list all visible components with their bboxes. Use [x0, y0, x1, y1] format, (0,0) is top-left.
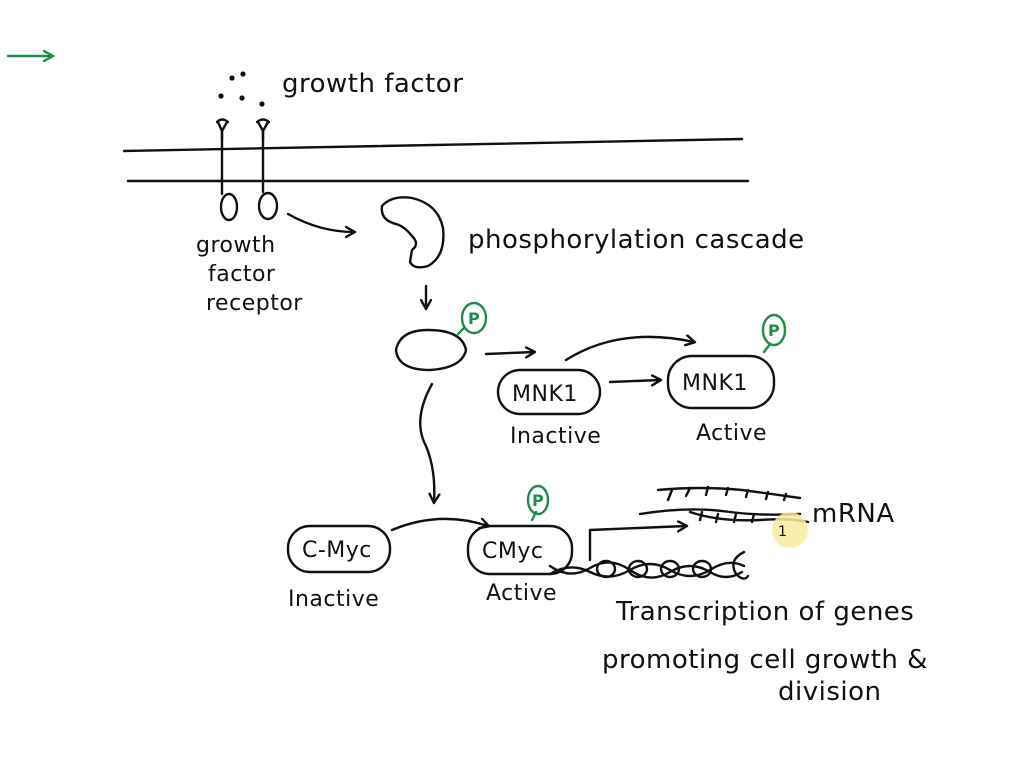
cmyc-inactive: C-Myc	[286, 524, 392, 574]
mnk1-inactive-state: Inactive	[510, 424, 601, 449]
arrow-to-mnk1	[484, 352, 534, 354]
mnk1-inactive-label: MNK1	[512, 382, 578, 407]
phosphate-icon: P	[468, 309, 480, 328]
kinase-shape	[380, 196, 445, 269]
mnk1-active-state: Active	[696, 421, 767, 446]
cmyc-inactive-state: Inactive	[288, 587, 379, 612]
phosphorylation-cascade-label: phosphorylation cascade	[468, 225, 805, 255]
mrna-label: mRNA	[812, 499, 895, 529]
arrow-cmyc-activation	[390, 519, 488, 532]
arrow-to-kinase	[286, 212, 354, 232]
mnk1-active: MNK1 P	[666, 313, 787, 410]
receptor-label-line3: receptor	[206, 291, 303, 316]
arrow-mnk1-activation	[608, 380, 660, 382]
transcription-caption-line3: division	[778, 677, 882, 707]
receptor-label-line2: factor	[208, 262, 276, 287]
growth-factor-label: growth factor	[282, 69, 463, 99]
transcription-caption-line2: promoting cell growth &	[602, 645, 928, 675]
phosphate-icon: P	[532, 491, 544, 510]
receptor-icon	[215, 118, 279, 222]
cell-membrane	[122, 137, 750, 183]
phosphate-icon: P	[768, 321, 780, 340]
mrna-end-mark: 1	[778, 524, 787, 540]
mnk1-inactive: MNK1	[496, 368, 602, 416]
cursor-highlight	[772, 512, 808, 548]
ligand-dots-icon	[218, 71, 265, 107]
transcription-start-arrow	[588, 526, 686, 562]
mrna-strand-icon	[638, 485, 810, 524]
receptor-label-line1: growth	[196, 233, 276, 258]
mnk1-active-label: MNK1	[682, 371, 748, 396]
arrow-to-cmyc	[419, 382, 434, 502]
cmyc-active-state: Active	[486, 581, 557, 606]
cmyc-active-label: CMyc	[482, 539, 543, 564]
active-kinase: P	[394, 301, 488, 372]
cmyc-active: CMyc P	[466, 484, 574, 576]
transcription-caption-line1: Transcription of genes	[615, 597, 914, 627]
arrow-phospho-mnk1	[564, 337, 694, 362]
cmyc-inactive-label: C-Myc	[302, 538, 372, 563]
dna-helix-icon	[548, 550, 750, 580]
